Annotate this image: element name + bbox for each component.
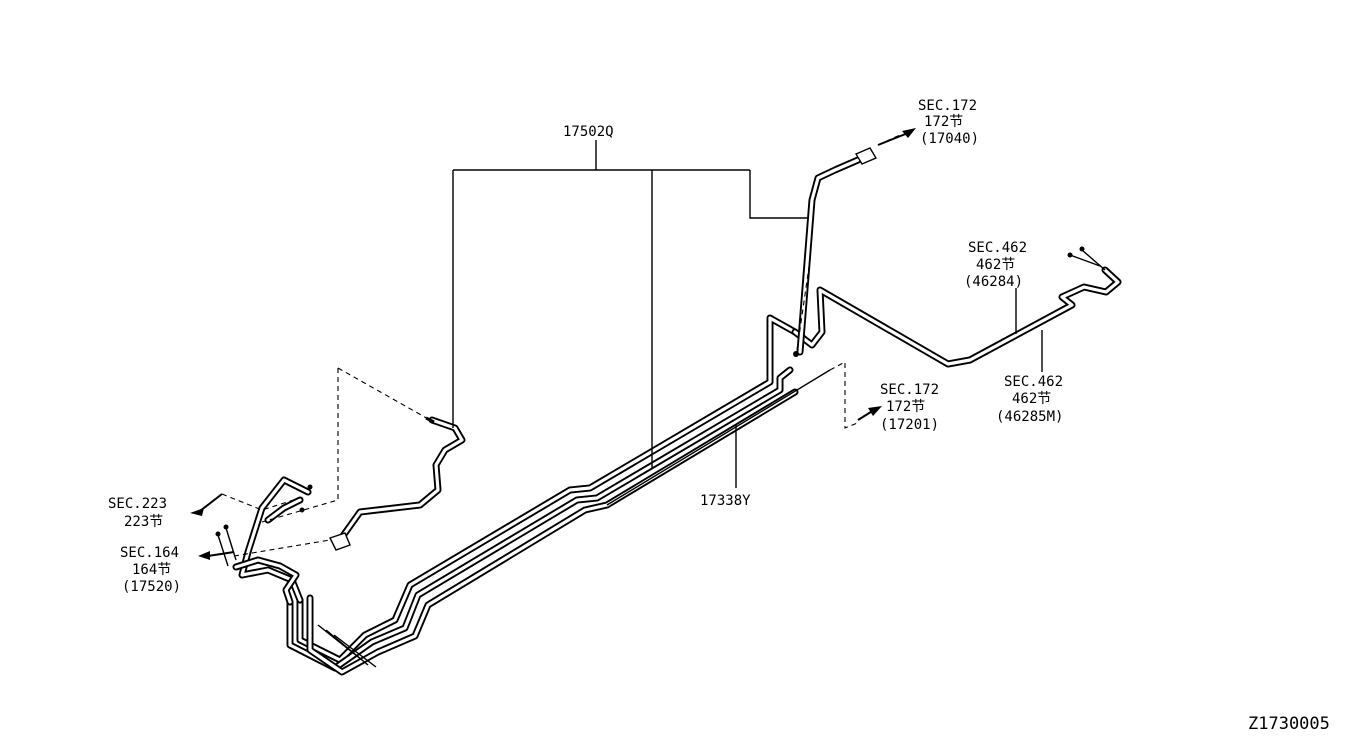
ref-part: (46285M) — [996, 409, 1063, 425]
ref-sec: SEC.164 — [120, 545, 179, 561]
ref-part: (17201) — [880, 417, 939, 433]
fuel-tube-bundle — [286, 314, 831, 676]
ref-sec223: SEC.223 223节 — [108, 496, 167, 530]
ref-part: (46284) — [964, 274, 1023, 290]
ref-sub: 164节 — [132, 562, 171, 578]
upper-tube — [793, 147, 878, 357]
flex-hose — [329, 416, 466, 551]
ref-sec: SEC.462 — [968, 240, 1027, 256]
ref-sub: 462节 — [976, 257, 1015, 273]
leader-lines — [452, 140, 1043, 488]
junction-tubes — [215, 476, 377, 668]
ref-sec172-top: SEC.172 172节 (17040) — [918, 98, 979, 147]
part-label-17502q: 17502Q — [563, 124, 614, 140]
ref-sec: SEC.172 — [918, 98, 977, 114]
ref-sec: SEC.223 — [108, 496, 167, 512]
ref-sec: SEC.462 — [1004, 374, 1063, 390]
rear-brake-tube — [791, 246, 1122, 368]
ref-sec172-mid: SEC.172 172节 (17201) — [880, 382, 939, 433]
ref-sub: 223节 — [124, 514, 163, 530]
arrow-icon — [190, 493, 223, 516]
ref-sec164: SEC.164 164节 (17520) — [120, 545, 181, 595]
ref-part: (17040) — [920, 131, 979, 147]
arrow-icon — [857, 406, 882, 421]
ref-part: (17520) — [122, 579, 181, 595]
arrow-icon — [877, 128, 916, 146]
part-label-17338y: 17338Y — [700, 493, 751, 509]
ref-sub: 172节 — [924, 114, 963, 130]
ref-sub: 462节 — [1012, 391, 1051, 407]
ref-sec: SEC.172 — [880, 382, 939, 398]
diagram-id: Z1730005 — [1248, 714, 1330, 734]
ref-sec462-bot: SEC.462 462节 (46285M) — [996, 374, 1063, 425]
ref-sub: 172节 — [886, 399, 925, 415]
ref-sec462-top: SEC.462 462节 (46284) — [964, 240, 1027, 290]
arrow-icon — [198, 551, 235, 560]
